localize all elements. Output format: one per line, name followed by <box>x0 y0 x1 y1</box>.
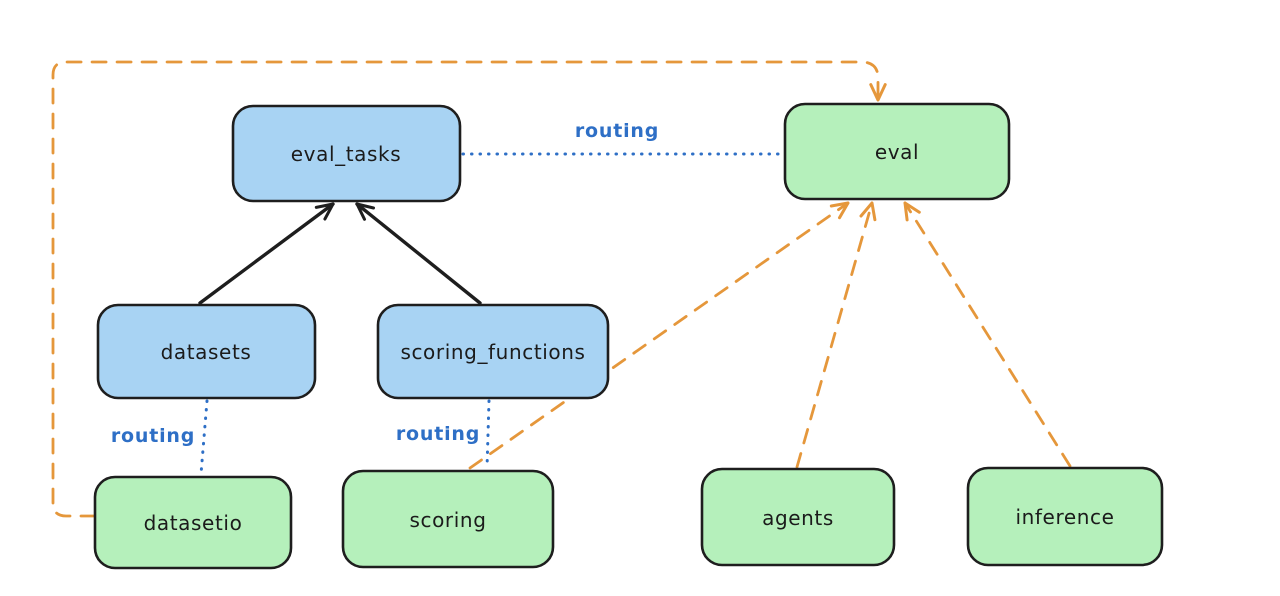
edge-agents-to-eval <box>795 201 874 469</box>
edge-label-routing-middle: routing <box>396 423 480 445</box>
node-scoring-functions-box <box>376 303 610 400</box>
node-eval-tasks-box <box>231 104 462 203</box>
edge-scoring-functions-to-eval-tasks <box>355 202 482 305</box>
node-datasets: datasets <box>96 303 317 400</box>
node-scoring-box <box>341 469 555 569</box>
node-eval-tasks-label: eval_tasks <box>291 142 401 166</box>
arrowhead-inference-to-eval <box>903 201 921 222</box>
node-scoring-functions: scoring_functions <box>376 303 610 400</box>
node-eval: eval <box>783 102 1011 201</box>
edge-inference-to-eval <box>903 201 1072 468</box>
node-agents-label: agents <box>762 506 834 530</box>
node-inference-box <box>966 466 1164 567</box>
node-inference: inference <box>966 466 1164 567</box>
node-eval-box <box>783 102 1011 201</box>
edge-scoring-functions-to-scoring-routing <box>485 399 491 470</box>
arrowhead-agents-to-eval <box>859 201 877 222</box>
node-agents-box <box>700 467 896 567</box>
edge-datasets-to-datasetio-routing <box>199 399 209 476</box>
node-inference-label: inference <box>1015 505 1114 529</box>
node-eval-label: eval <box>875 140 919 164</box>
node-scoring-functions-label: scoring_functions <box>400 340 585 364</box>
node-eval-tasks: eval_tasks <box>231 104 462 203</box>
edge-label-routing-top: routing <box>575 120 659 142</box>
edge-datasets-to-eval-tasks <box>198 202 335 305</box>
node-datasetio-label: datasetio <box>144 511 243 535</box>
node-datasets-box <box>96 303 317 400</box>
edge-datasetio-to-eval <box>51 60 880 518</box>
node-agents: agents <box>700 467 896 567</box>
arrowhead-scoring-to-eval <box>829 201 850 220</box>
node-datasets-label: datasets <box>161 340 252 364</box>
arrowhead-datasetio-to-eval <box>869 83 887 102</box>
node-datasetio-box <box>93 475 293 570</box>
node-scoring: scoring <box>341 469 555 569</box>
arrowhead-scoring-functions-to-eval-tasks <box>355 202 375 221</box>
edge-label-routing-left: routing <box>111 425 195 447</box>
arrowhead-datasets-to-eval-tasks <box>314 202 335 221</box>
edge-scoring-to-eval <box>468 201 850 470</box>
node-datasetio: datasetio <box>93 475 293 570</box>
node-scoring-label: scoring <box>409 508 486 532</box>
